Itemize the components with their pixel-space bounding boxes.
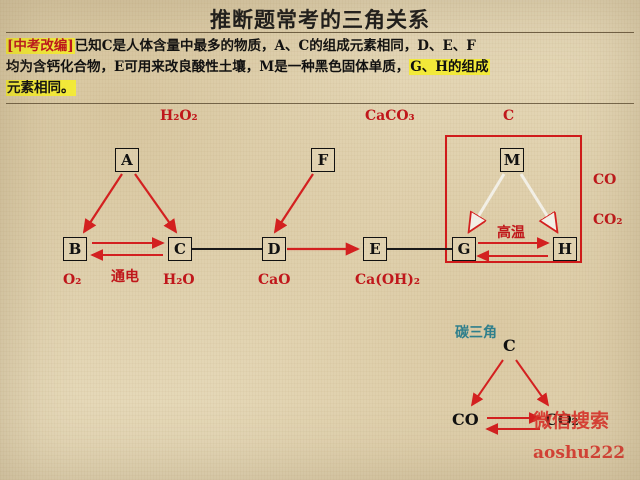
- label-carbon-triangle: 碳三角: [455, 325, 497, 341]
- mgh-group-box: [445, 135, 582, 263]
- label-h2o2: H₂O₂: [160, 108, 198, 124]
- problem-line-2-highlight: G、H的组成: [409, 59, 490, 75]
- label-o2: O₂: [63, 272, 82, 288]
- node-b: B: [63, 237, 87, 261]
- problem-line-3-highlight: 元素相同。: [6, 80, 76, 96]
- problem-line-3: 元素相同。: [6, 78, 634, 99]
- label-caco3: CaCO₃: [365, 108, 415, 124]
- node-m: M: [500, 148, 524, 172]
- problem-line-1: [中考改编]已知C是人体含量中最多的物质，A、C的组成元素相同，D、E、F: [6, 36, 634, 57]
- node-e: E: [363, 237, 387, 261]
- watermark-line2: aoshu222: [533, 443, 626, 463]
- node-g: G: [452, 237, 476, 261]
- problem-divider: [6, 103, 634, 104]
- watermark-line1: 微信搜索: [533, 410, 610, 432]
- node-h: H: [553, 237, 577, 261]
- node-d: D: [262, 237, 286, 261]
- node-c-bottom: C: [503, 336, 516, 355]
- node-c: C: [168, 237, 192, 261]
- problem-tag: [中考改编]: [6, 38, 75, 54]
- title-divider: [6, 32, 634, 33]
- problem-line-2-text: 均为含钙化合物，E可用来改良酸性土壤，M是一种黑色固体单质，: [6, 59, 410, 75]
- node-co2-bottom: CO₂: [545, 410, 579, 429]
- label-co2: CO₂: [593, 212, 623, 228]
- label-carbon: C: [503, 108, 515, 124]
- label-caoh2: Ca(OH)₂: [355, 272, 421, 288]
- node-co-bottom: CO: [452, 410, 479, 429]
- problem-line-2: 均为含钙化合物，E可用来改良酸性土壤，M是一种黑色固体单质，G、H的组成: [6, 57, 634, 78]
- label-co: CO: [593, 172, 617, 188]
- node-f: F: [311, 148, 335, 172]
- label-high-temp: 高温: [497, 225, 525, 241]
- label-electrolysis: 通电: [111, 269, 139, 285]
- node-a: A: [115, 148, 139, 172]
- label-h2o: H₂O: [163, 272, 195, 288]
- problem-statement: [中考改编]已知C是人体含量中最多的物质，A、C的组成元素相同，D、E、F 均为…: [6, 36, 634, 99]
- problem-line-1-text: 已知C是人体含量中最多的物质，A、C的组成元素相同，D、E、F: [74, 38, 476, 54]
- page-title: 推断题常考的三角关系: [210, 7, 430, 32]
- label-cao: CaO: [258, 272, 291, 288]
